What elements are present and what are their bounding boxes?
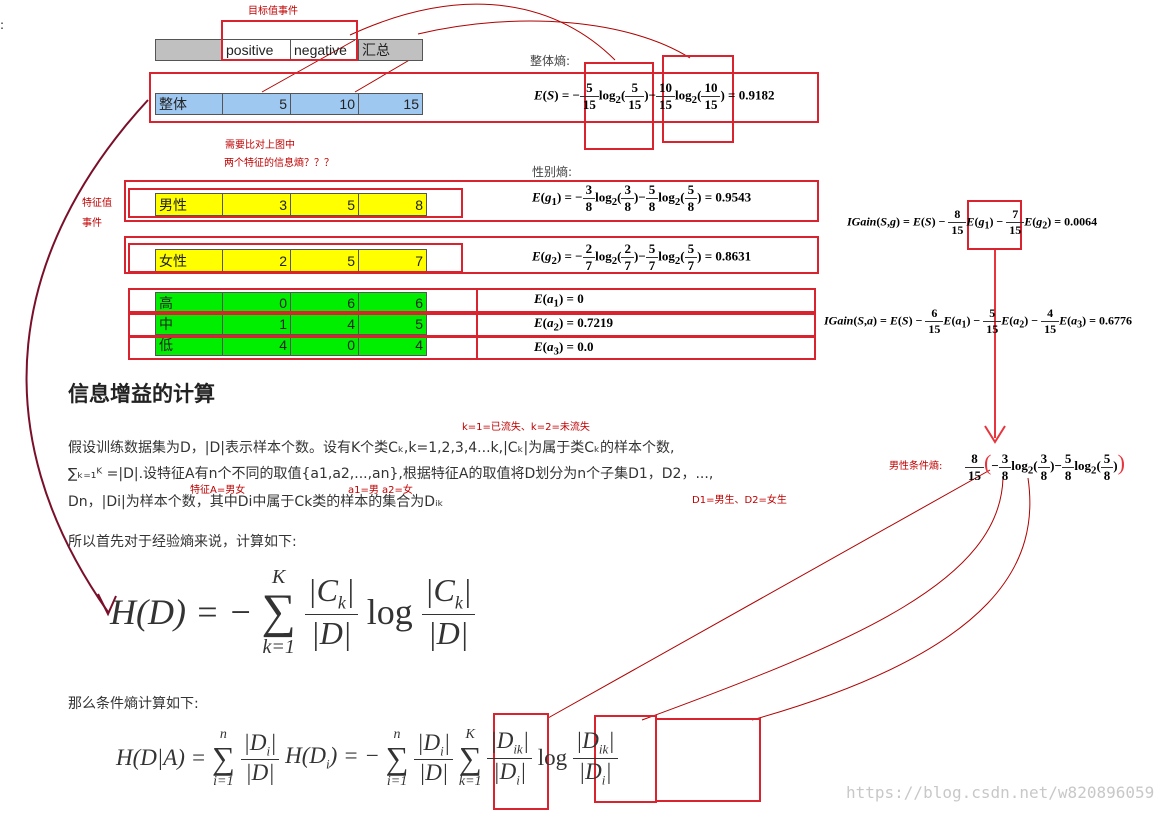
overall-row-box <box>149 72 819 123</box>
male-entropy-result: = 0.9543 <box>704 189 752 205</box>
header-table: positive negative 汇总 <box>155 39 423 61</box>
overall-row: 整体 5 10 15 <box>155 93 423 115</box>
header-total: 汇总 <box>358 39 423 61</box>
gain-g-result: = 0.0064 <box>1054 214 1098 229</box>
article-paragraph-3: Dn，|Di|为样本个数，其中Di中属于Ck类的样本的集合为Dᵢₖ <box>68 494 444 510</box>
cond-log-box <box>655 718 761 802</box>
level-a1-formula: E(a1) = 0 <box>534 291 584 310</box>
level-a2-result: = 0.7219 <box>566 315 613 330</box>
conditional-entropy-formula: H(D|A) = n ∑ i=1 |Di||D| H(Di) = − n ∑ i… <box>116 727 618 789</box>
male-total: 8 <box>358 193 427 216</box>
male-label: 男性 <box>155 193 223 216</box>
d-values-note: D1=男生、D2=女生 <box>692 495 787 506</box>
level-mid-box <box>128 313 816 337</box>
overall-total: 15 <box>358 93 423 115</box>
male-row: 男性 3 5 8 <box>155 193 427 216</box>
male-row-box <box>128 188 463 218</box>
level-a3-formula: E(a3) = 0.0 <box>534 339 594 358</box>
overall-entropy-label: 整体熵: <box>530 54 571 68</box>
left-edge-mark: : <box>0 18 5 32</box>
level-a3-result: = 0.0 <box>566 339 594 354</box>
level-a2-formula: E(a2) = 0.7219 <box>534 315 613 334</box>
a-values-note: a1=男 a2=女 <box>348 485 413 496</box>
level-table: 高 0 6 6 中 1 4 5 低 4 0 4 <box>155 292 427 356</box>
compare-note-1: 需要比对上图中 <box>225 140 295 151</box>
male-positive: 3 <box>222 193 291 216</box>
section-heading: 信息增益的计算 <box>68 382 215 406</box>
female-entropy-result: = 0.8631 <box>704 248 752 264</box>
female-label: 女性 <box>155 249 223 272</box>
male-conditional-label: 男性条件熵: <box>889 461 943 472</box>
feature-event-label-2: 事件 <box>82 218 102 229</box>
watermark: https://blog.csdn.net/w820896059 <box>846 783 1155 802</box>
level-high-box <box>128 288 816 313</box>
gain-a-result: = 0.6776 <box>1089 313 1132 328</box>
target-event-label: 目标值事件 <box>248 6 298 17</box>
gender-entropy-label: 性别熵: <box>532 165 573 179</box>
overall-entropy-result: = 0.9182 <box>728 87 775 103</box>
empirical-entropy-formula: H(D) = − K ∑ k=1 |Ck||D| log |Ck||D| <box>110 566 475 658</box>
level-low-label: 低 <box>155 334 223 356</box>
cond-di-box <box>493 713 549 810</box>
level-a1-result: = 0 <box>566 291 584 306</box>
overall-term2-box <box>662 55 734 143</box>
compare-note-2: 两个特征的信息熵？？？ <box>224 158 334 169</box>
target-header-box <box>221 20 358 61</box>
overall-label: 整体 <box>155 93 223 115</box>
header-positive: positive <box>222 39 291 61</box>
overall-term1-box <box>584 62 654 150</box>
male-formula-box <box>124 180 819 222</box>
feature-a-note: 特征A=男女 <box>190 485 246 496</box>
level-low-box <box>128 336 816 360</box>
k-note: k=1=已流失、k=2=未流失 <box>462 422 590 433</box>
level-divider <box>476 288 480 360</box>
overall-negative: 10 <box>290 93 359 115</box>
gain-g-fraction-box <box>967 200 1022 250</box>
article-paragraph-2: ∑ₖ₌₁ᴷ =|D|.设特征A有n个不同的取值{a1,a2,...,an},根据… <box>68 466 714 482</box>
header-corner <box>155 39 223 61</box>
female-formula-box <box>124 236 819 274</box>
article-paragraph-5: 那么条件熵计算如下: <box>68 696 199 712</box>
article-paragraph-1: 假设训练数据集为D，|D|表示样本个数。设有K个类Cₖ,k=1,2,3,4...… <box>68 440 675 456</box>
feature-event-label-1: 特征值 <box>82 198 112 209</box>
article-paragraph-4: 所以首先对于经验熵来说，计算如下: <box>68 534 297 550</box>
